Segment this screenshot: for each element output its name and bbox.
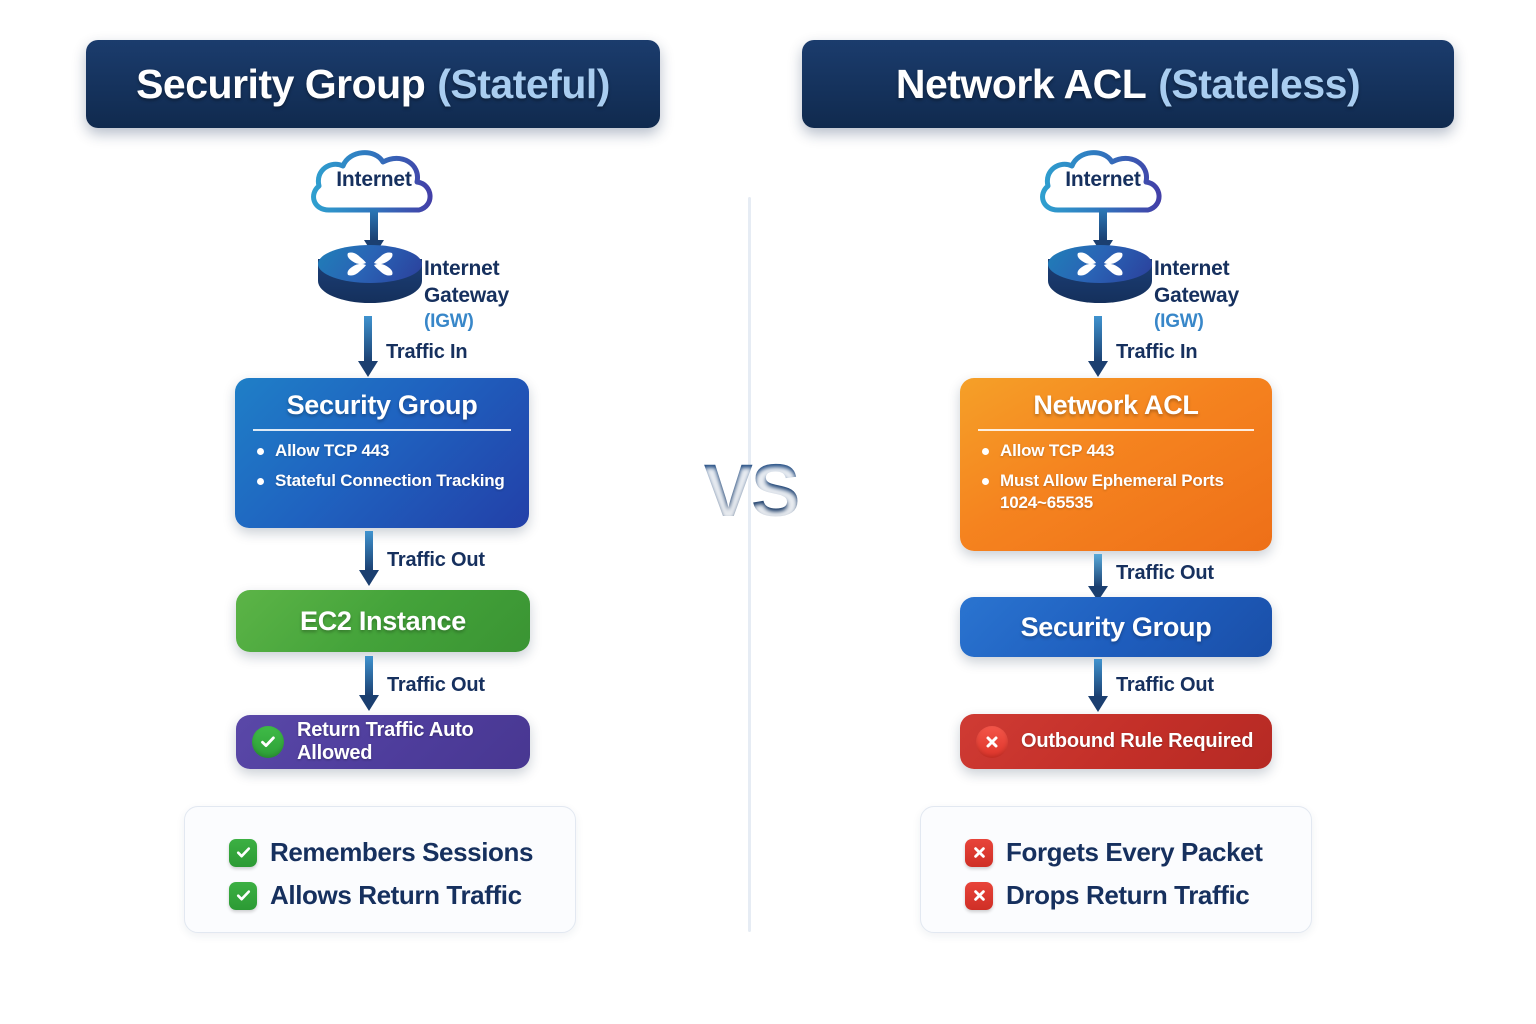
- rule-item: Allow TCP 443: [257, 440, 513, 462]
- igw-caption-line1-right: Internet: [1154, 257, 1230, 280]
- internet-cloud-label-left: Internet: [336, 168, 412, 191]
- summary-item: Remembers Sessions: [229, 837, 575, 868]
- network-acl-box-divider: [978, 429, 1254, 431]
- outbound-rule-required-box: Outbound Rule Required: [960, 714, 1272, 769]
- igw-caption-line3-right: (IGW): [1154, 310, 1204, 332]
- internet-cloud-label-right: Internet: [1065, 168, 1141, 191]
- right-title-main: Network ACL: [895, 60, 1147, 107]
- security-group-rules-list: Allow TCP 443 Stateful Connection Tracki…: [235, 440, 529, 514]
- arrow-label-traffic-out-2-left: Traffic Out: [387, 674, 485, 696]
- igw-caption-left: Internet Gateway (IGW): [424, 256, 624, 334]
- internet-gateway-icon-left: [318, 245, 422, 307]
- igw-cylinder-top: [318, 245, 422, 283]
- ec2-instance-label: EC2 Instance: [300, 605, 466, 636]
- outbound-rule-required-label: Outbound Rule Required: [1021, 730, 1254, 752]
- arrow-label-traffic-in-left: Traffic In: [386, 341, 468, 363]
- return-traffic-auto-allowed-box: Return Traffic Auto Allowed: [236, 715, 530, 769]
- igw-cylinder-top: [1048, 245, 1152, 283]
- security-group-box-title: Security Group: [286, 390, 478, 420]
- x-square-icon: [965, 881, 993, 910]
- arrow-label-traffic-in-right: Traffic In: [1116, 341, 1198, 363]
- arrow-label-traffic-out-1-right: Traffic Out: [1116, 562, 1214, 584]
- return-traffic-auto-allowed-label: Return Traffic Auto Allowed: [297, 719, 474, 764]
- internet-cloud-icon-left: Internet: [305, 144, 443, 216]
- internet-cloud-icon-right: Internet: [1034, 144, 1172, 216]
- summary-item: Forgets Every Packet: [965, 837, 1311, 868]
- igw-caption-right: Internet Gateway (IGW): [1154, 256, 1354, 334]
- rule-item: Must Allow Ephemeral Ports 1024~65535: [982, 470, 1256, 514]
- summary-item: Drops Return Traffic: [965, 880, 1311, 911]
- check-square-icon: [229, 838, 257, 867]
- summary-item-label: Allows Return Traffic: [270, 880, 522, 910]
- right-summary-panel: Forgets Every Packet Drops Return Traffi…: [920, 806, 1312, 933]
- arrow-label-traffic-out-2-right: Traffic Out: [1116, 674, 1214, 696]
- igw-cross-arrows-glyph: [347, 252, 393, 276]
- x-circle-icon: [976, 725, 1008, 758]
- network-acl-box-title: Network ACL: [1033, 390, 1199, 420]
- summary-item-label: Forgets Every Packet: [1006, 837, 1263, 867]
- arrow-ec2-to-result-left: [355, 656, 383, 717]
- security-group-box-right: Security Group: [960, 597, 1272, 657]
- igw-caption-line2-right: Gateway: [1154, 283, 1239, 307]
- left-column-title-banner: Security Group(Stateful): [86, 40, 660, 128]
- arrow-sg-to-result-right: [1084, 659, 1112, 718]
- summary-item-label: Drops Return Traffic: [1006, 880, 1250, 910]
- rule-item: Allow TCP 443: [982, 440, 1256, 462]
- igw-caption-line3-left: (IGW): [424, 310, 474, 332]
- security-group-box-left: Security Group Allow TCP 443 Stateful Co…: [235, 378, 529, 528]
- arrow-nacl-to-sg-right: [1084, 554, 1112, 607]
- igw-cross-arrows-glyph: [1077, 252, 1123, 276]
- arrow-igw-to-sg-left: [354, 316, 382, 383]
- rule-item: Stateful Connection Tracking: [257, 470, 513, 492]
- x-square-icon: [965, 838, 993, 867]
- cloud-shape: [1040, 150, 1162, 213]
- cloud-shape: [311, 150, 433, 213]
- vs-label: VS: [703, 449, 801, 532]
- summary-item: Allows Return Traffic: [229, 880, 575, 911]
- left-summary-panel: Remembers Sessions Allows Return Traffic: [184, 806, 576, 933]
- ec2-instance-box: EC2 Instance: [236, 590, 530, 652]
- right-column-title-banner: Network ACL(Stateless): [802, 40, 1454, 128]
- network-acl-box: Network ACL Allow TCP 443 Must Allow Eph…: [960, 378, 1272, 551]
- check-square-icon: [229, 881, 257, 910]
- summary-item-label: Remembers Sessions: [270, 837, 534, 867]
- left-title-sub: (Stateful): [437, 60, 610, 107]
- check-circle-icon: [252, 726, 284, 758]
- igw-caption-line1-left: Internet: [424, 257, 500, 280]
- arrow-label-traffic-out-1-left: Traffic Out: [387, 549, 485, 571]
- right-title-sub: (Stateless): [1158, 60, 1361, 107]
- internet-gateway-icon-right: [1048, 245, 1152, 307]
- left-title-main: Security Group: [136, 60, 426, 107]
- security-group-label-right: Security Group: [1020, 611, 1212, 642]
- arrow-igw-to-nacl-right: [1084, 316, 1112, 383]
- arrow-sg-to-ec2-left: [355, 531, 383, 592]
- igw-caption-line2-left: Gateway: [424, 283, 509, 307]
- column-divider-line: [748, 197, 751, 932]
- network-acl-rules-list: Allow TCP 443 Must Allow Ephemeral Ports…: [960, 440, 1272, 536]
- security-group-box-divider: [253, 429, 511, 431]
